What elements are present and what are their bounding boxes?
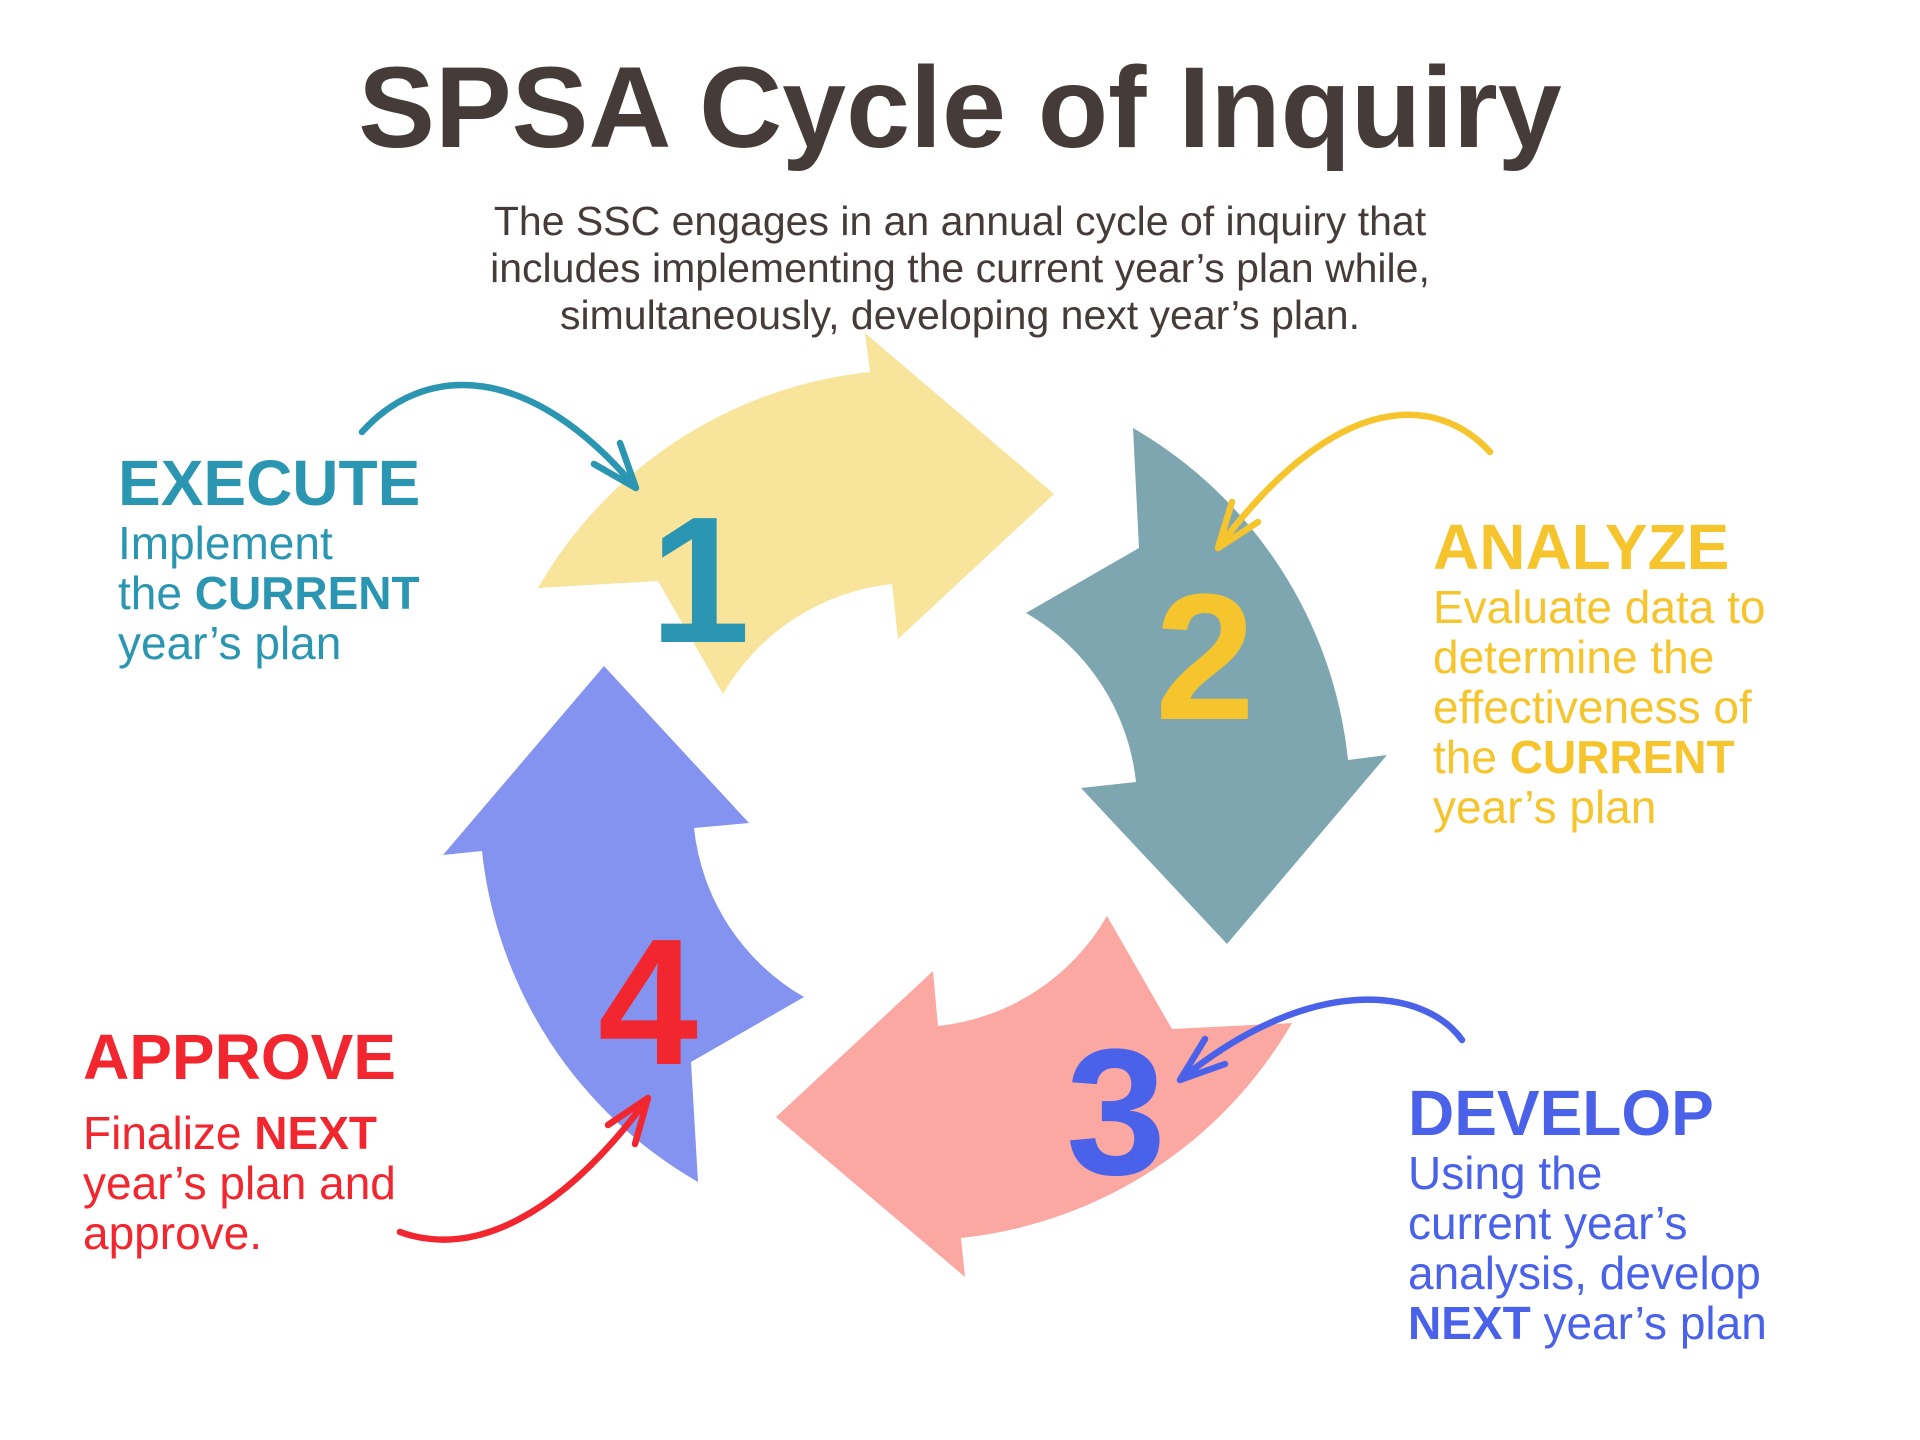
execute-annotation-arrow xyxy=(358,381,640,492)
step-develop-line: analysis, develop xyxy=(1408,1247,1761,1299)
segment-execute-number: 1 xyxy=(650,480,750,681)
segment-approve-number: 4 xyxy=(598,902,698,1103)
subtitle: The SSC engages in an annual cycle of in… xyxy=(0,198,1920,339)
step-approve-line: Finalize NEXT xyxy=(83,1107,377,1159)
step-approve-heading: APPROVE xyxy=(83,1021,396,1093)
segment-approve-band xyxy=(443,666,804,1182)
step-approve-line: approve. xyxy=(83,1207,263,1259)
analyze-annotation-arrow xyxy=(1214,411,1494,552)
segment-analyze-number: 2 xyxy=(1155,557,1255,758)
step-analyze-line: effectiveness of xyxy=(1433,681,1752,733)
subtitle-line: The SSC engages in an annual cycle of in… xyxy=(493,198,1427,244)
segment-execute-band xyxy=(538,333,1054,694)
segment-develop-number: 3 xyxy=(1066,1012,1166,1213)
step-execute-heading: EXECUTE xyxy=(118,447,421,519)
step-execute-line: year’s plan xyxy=(118,617,342,669)
step-approve-line: year’s plan and xyxy=(83,1157,396,1209)
segment-develop-band xyxy=(776,916,1292,1277)
step-develop-line: NEXT year’s plan xyxy=(1408,1297,1767,1349)
step-develop: DEVELOP Using the current year’s analysi… xyxy=(1408,1078,1767,1348)
step-analyze-line: the CURRENT xyxy=(1433,731,1735,783)
step-develop-heading: DEVELOP xyxy=(1408,1077,1714,1149)
subtitle-line: simultaneously, developing next year’s p… xyxy=(560,292,1360,338)
step-execute: EXECUTE Implement the CURRENT year’s pla… xyxy=(118,448,420,668)
step-analyze-line: year’s plan xyxy=(1433,781,1657,833)
step-develop-line: current year’s xyxy=(1408,1197,1688,1249)
develop-annotation-arrow xyxy=(1176,996,1466,1084)
step-execute-line: the CURRENT xyxy=(118,567,420,619)
subtitle-line: includes implementing the current year’s… xyxy=(490,245,1430,291)
step-analyze-heading: ANALYZE xyxy=(1433,511,1730,583)
segment-analyze-band xyxy=(1026,428,1387,944)
step-analyze-line: determine the xyxy=(1433,631,1715,683)
step-approve: APPROVE Finalize NEXT year’s plan and ap… xyxy=(83,1022,396,1258)
step-execute-line: Implement xyxy=(118,517,333,569)
step-analyze: ANALYZE Evaluate data to determine the e… xyxy=(1433,512,1765,832)
page-title: SPSA Cycle of Inquiry xyxy=(358,44,1562,172)
step-develop-line: Using the xyxy=(1408,1147,1603,1199)
step-analyze-line: Evaluate data to xyxy=(1433,581,1766,633)
approve-annotation-arrow xyxy=(396,1094,652,1243)
